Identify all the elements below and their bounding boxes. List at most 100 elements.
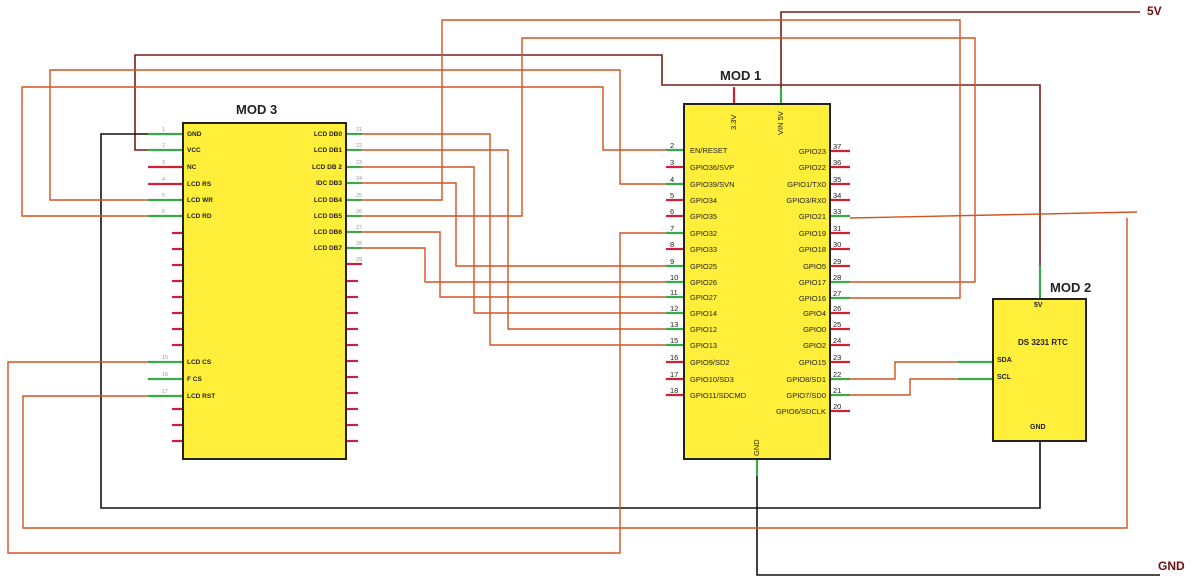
mod1-right-pin-label: GPIO18 <box>798 245 826 254</box>
mod3-right-pin-num: 23 <box>356 160 363 166</box>
mod3-left-pin-num: 3 <box>162 160 166 166</box>
mod1-left-pin-num: 16 <box>670 353 679 362</box>
mod3-left-pin-num: 15 <box>162 355 169 361</box>
mod3-left-pin-label: GND <box>187 131 202 138</box>
mod1-right-pin-label: GPIO0 <box>803 325 826 334</box>
mod3-right-pin-label: LCD DB0 <box>313 131 342 138</box>
mod1-left-pin-label: GPIO9/SD2 <box>690 358 730 367</box>
mod3-left-pin-num: 4 <box>162 177 166 183</box>
mod1-right-pin-num: 26 <box>833 304 842 313</box>
mod3-right-pin-label: IDC DB3 <box>315 180 342 187</box>
mod1-title: MOD 1 <box>720 68 762 83</box>
mod1-left-pin-num: 3 <box>670 158 675 167</box>
mod1-right-pin-label: GPIO6/SDCLK <box>775 407 826 416</box>
mod3-right-pin-num: 24 <box>356 176 363 182</box>
mod1-left-pin-label: GPIO34 <box>690 196 718 205</box>
mod3-right-pin-num: 22 <box>356 143 363 149</box>
mod3-left-pin-num: 16 <box>162 372 169 378</box>
mod1-right-pin-num: 29 <box>833 257 842 266</box>
mod3-right-pin-num: 26 <box>356 209 363 215</box>
mod1-right-pin-num: 21 <box>833 386 842 395</box>
mod1-left-pin-label: GPIO26 <box>690 278 718 287</box>
mod1-left-pin-label: GPIO32 <box>690 229 718 238</box>
mod3-left-pin-label: VCC <box>187 147 201 154</box>
mod3-left-pin-label: LCD RS <box>187 181 212 188</box>
mod3-left-pin-num: 17 <box>162 389 169 395</box>
mod1-right-pin-num: 35 <box>833 175 842 184</box>
mod3-right-pin-label: LCD DB4 <box>313 197 342 204</box>
mod1-left-pin-num: 8 <box>670 240 675 249</box>
mod2-pin-scl: SCL <box>997 374 1011 381</box>
mod3-right-pin-label: LCD DB 2 <box>312 164 342 171</box>
mod1-left-pin-label: GPIO39/SVN <box>690 180 735 189</box>
mod3-left-pin-label: LCD CS <box>187 359 212 366</box>
mod1-pin-gnd: GND <box>752 439 761 456</box>
mod1-left-pin-label: GPIO35 <box>690 212 718 221</box>
mod1-right-pin-label: GPIO4 <box>803 309 826 318</box>
mod1-right-pin-num: 24 <box>833 336 842 345</box>
mod1-left-pin-label: GPIO27 <box>690 293 718 302</box>
mod2-pin-gnd: GND <box>1030 424 1046 431</box>
mod1-left-pin-num: 13 <box>670 320 679 329</box>
mod1-right-pin-num: 36 <box>833 158 842 167</box>
mod1-right-pin-num: 25 <box>833 320 842 329</box>
mod1-left-pin-label: GPIO10/SD3 <box>690 375 734 384</box>
mod1-right-pin-num: 30 <box>833 240 842 249</box>
signal-net <box>7 19 1138 554</box>
mod1-right-pin-label: GPIO5 <box>803 262 826 271</box>
mod1-left-pin-num: 15 <box>670 336 679 345</box>
mod3-title: MOD 3 <box>236 102 278 117</box>
mod3-right-pin-label: LCD DB1 <box>313 147 342 154</box>
mod1-right-pin-num: 27 <box>833 289 842 298</box>
mod1-left-pin-num: 5 <box>670 191 675 200</box>
mod1-left-pin-label: GPIO33 <box>690 245 718 254</box>
mod1-right-pin-label: GPIO3/RX0 <box>786 196 826 205</box>
mod1-left-pin-num: 12 <box>670 304 679 313</box>
mod1-right-pin-label: GPIO17 <box>798 278 826 287</box>
mod3-right-pin-num: 27 <box>356 225 363 231</box>
mod1-esp32-module <box>683 103 831 460</box>
mod3-right-pin-num: 29 <box>356 257 363 263</box>
mod1-left-pin-num: 4 <box>670 175 675 184</box>
mod1-left-pin-num: 9 <box>670 257 675 266</box>
mod3-lcd-module <box>182 122 347 460</box>
mod1-right-pin-num: 31 <box>833 224 842 233</box>
mod3-left-pin-label: LCD RD <box>187 213 212 220</box>
mod1-left-pin-label: GPIO11/SDCMD <box>690 391 747 400</box>
mod1-right-pin-num: 37 <box>833 142 842 151</box>
mod2-device-name: DS 3231 RTC <box>1018 338 1068 347</box>
mod1-left-pin-label: GPIO25 <box>690 262 718 271</box>
mod1-left-pin-num: 18 <box>670 386 679 395</box>
mod1-right-pin-label: GPIO19 <box>798 229 826 238</box>
mod1-right-pin-label: GPIO7/SD0 <box>786 391 826 400</box>
mod1-right-pin-label: GPIO21 <box>798 212 826 221</box>
mod1-right-pin-num: 22 <box>833 370 842 379</box>
mod3-left-pin-num: 1 <box>162 127 166 133</box>
mod2-pin-5v: 5V <box>1034 302 1043 309</box>
vcc-net-label: 5V <box>1147 4 1162 18</box>
mod1-right-pin-label: GPIO22 <box>798 163 826 172</box>
mod1-left-pin-num: 10 <box>670 273 679 282</box>
mod3-right-pin-num: 28 <box>356 241 363 247</box>
mod1-right-pin-label: GPIO8/SD1 <box>786 375 826 384</box>
mod3-left-pin-label: F CS <box>187 376 202 383</box>
mod1-right-pin-num: 20 <box>833 402 842 411</box>
mod1-left-pin-num: 6 <box>670 207 675 216</box>
gnd-net-label: GND <box>1158 559 1185 573</box>
mod1-right-pin-num: 33 <box>833 207 842 216</box>
mod1-left-pin-num: 2 <box>670 141 675 150</box>
vcc-net <box>134 11 1140 265</box>
mod1-left-pin-label: EN/RESET <box>690 146 728 155</box>
mod1-left-pin-label: GPIO36/SVP <box>690 163 735 172</box>
mod1-left-pin-num: 17 <box>670 370 679 379</box>
mod1-pin-3v3: 3.3V <box>729 114 738 130</box>
mod1-right-pin-label: GPIO1/TX0 <box>787 180 826 189</box>
mod3-left-pin-num: 5 <box>162 193 166 199</box>
mod2-pin-sda: SDA <box>997 357 1012 364</box>
mod3-right-pin-num: 25 <box>356 193 363 199</box>
mod1-right-pin-label: GPIO16 <box>798 294 826 303</box>
mod1-right-pin-label: GPIO2 <box>803 341 826 350</box>
mod3-right-pin-label: LCD DB6 <box>313 229 342 236</box>
